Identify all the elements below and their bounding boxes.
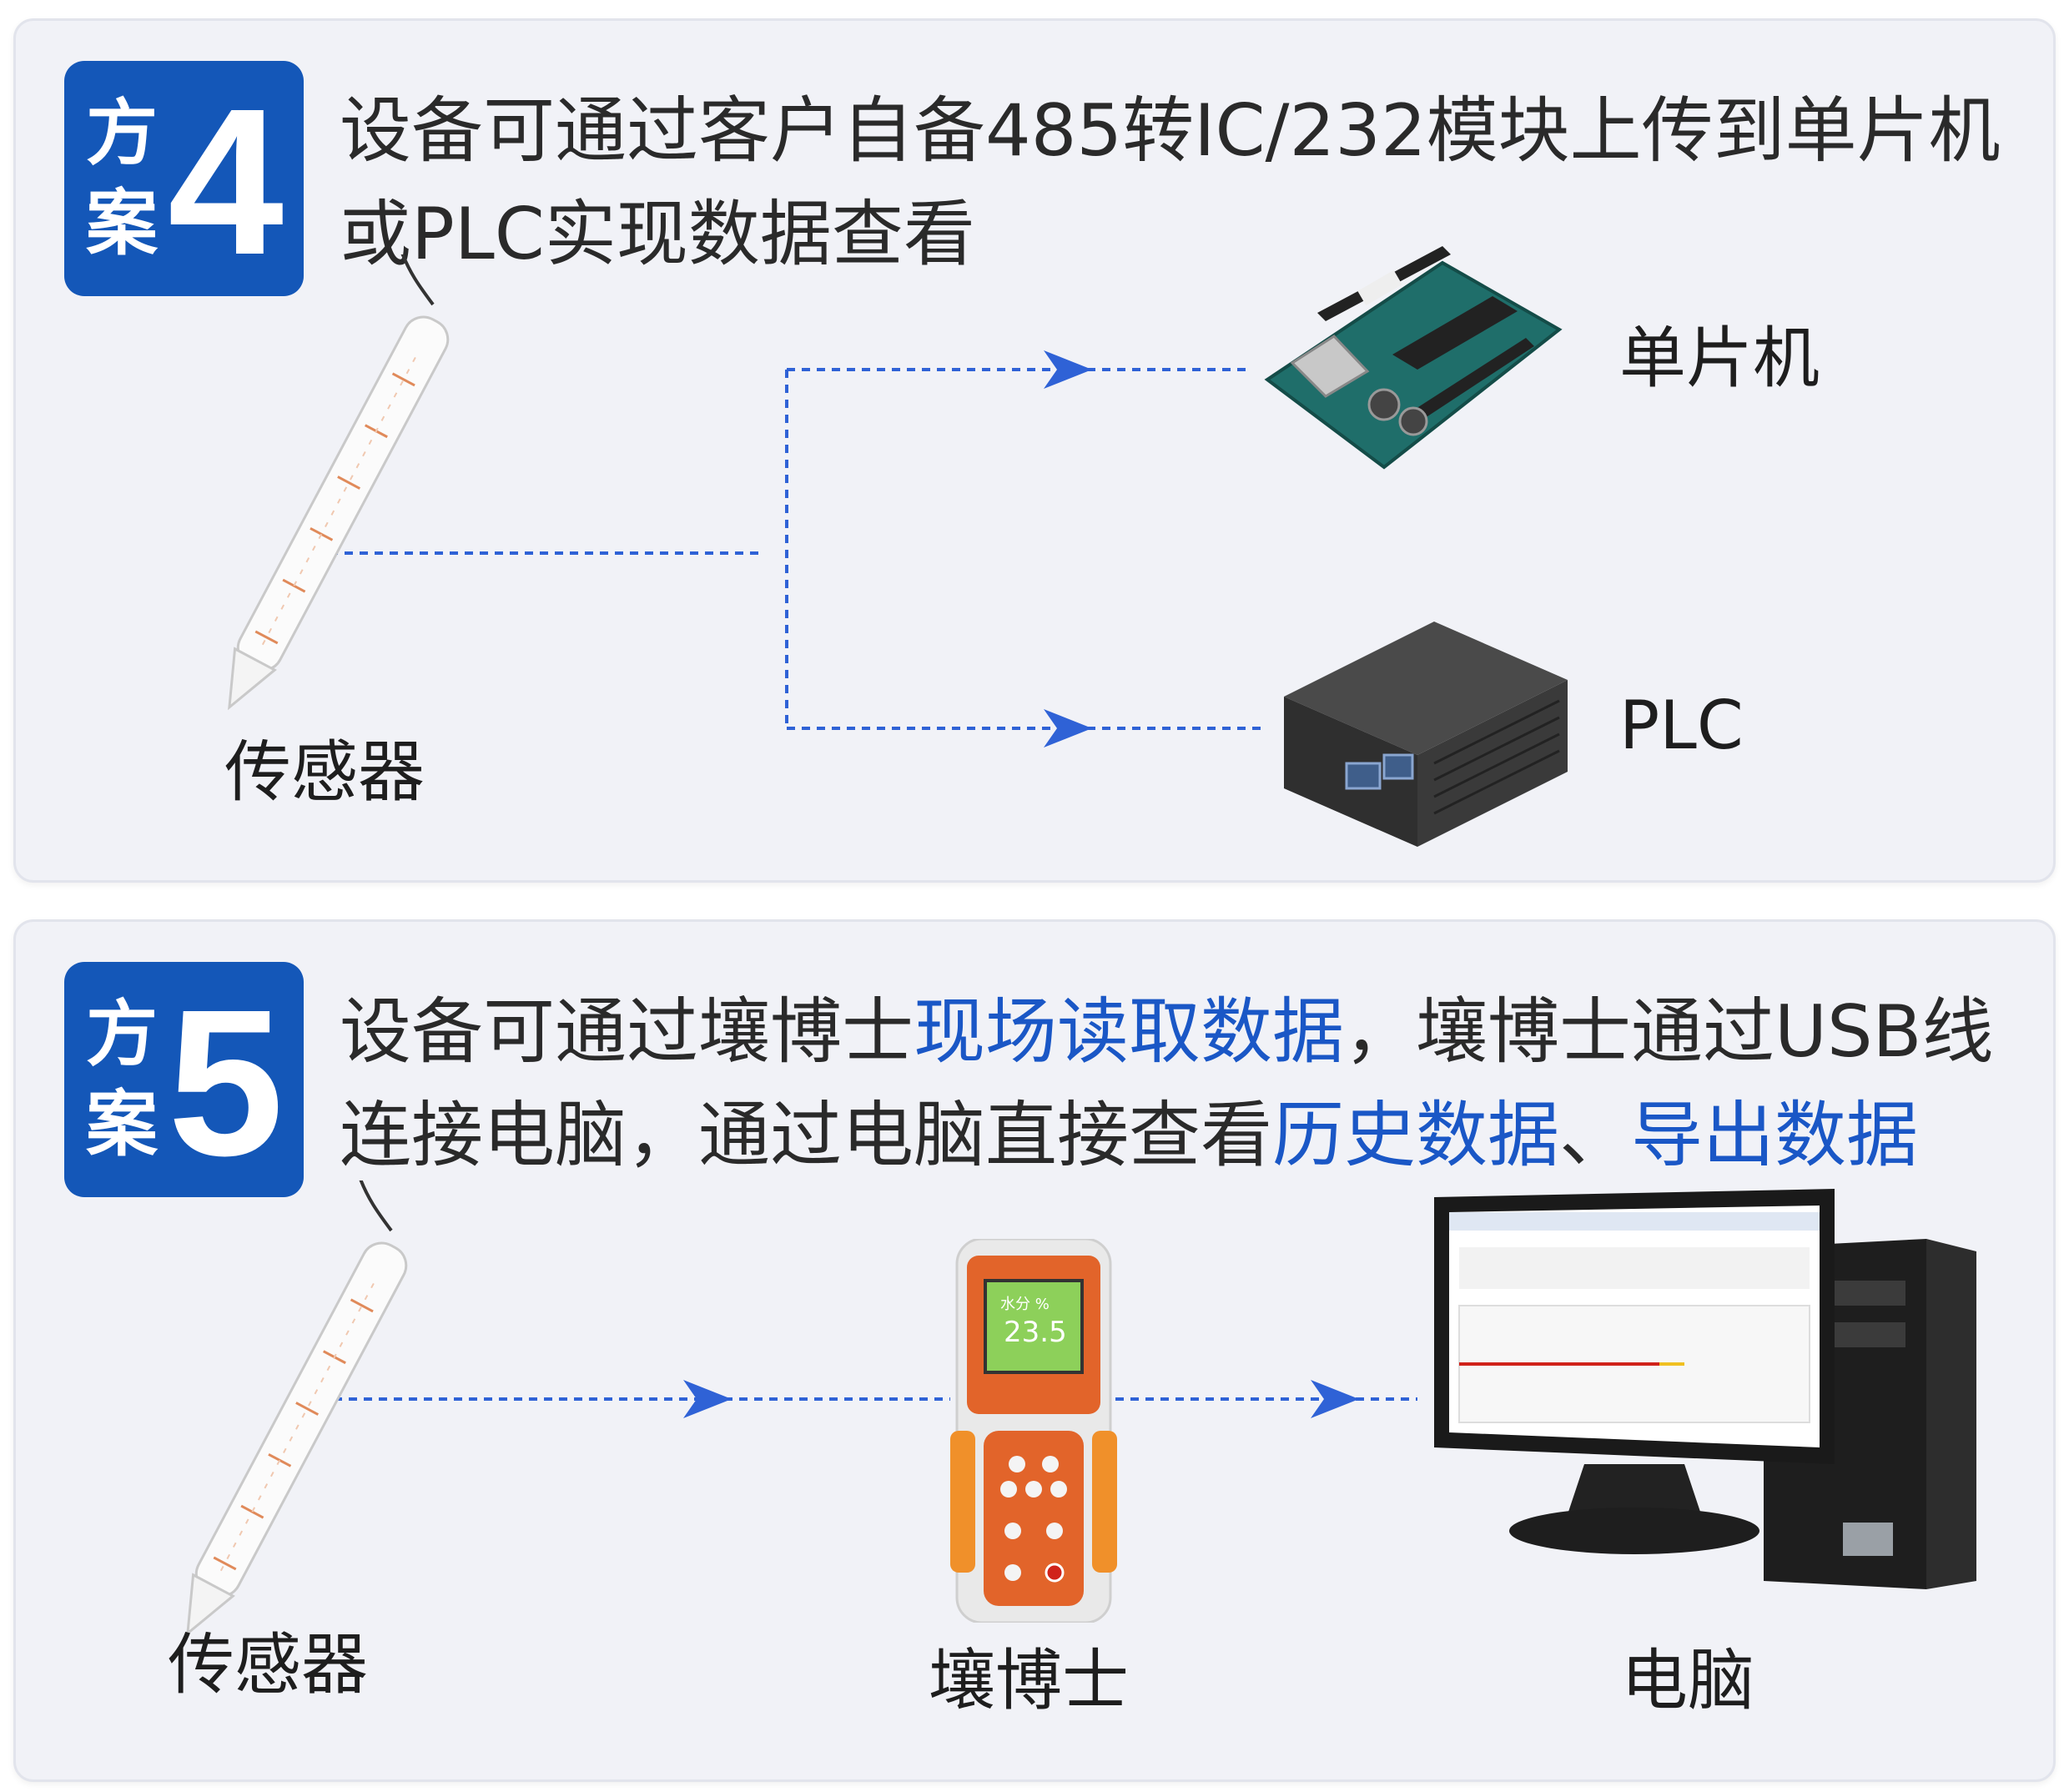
microcontroller-board-icon: [1264, 246, 1563, 470]
handheld-meter-icon: 水分 % 23.5: [950, 1239, 1117, 1623]
label-mcu: 单片机: [1619, 320, 1820, 397]
scheme-5-panel: 方 案 5 设备可通过壤博士现场读取数据，壤博士通过USB线 连接电脑，通过电脑…: [13, 919, 2056, 1782]
desc-line-2: 连接电脑，通过电脑直接查看历史数据、导出数据: [340, 1084, 2050, 1187]
sensor-probe-icon: [228, 254, 450, 711]
badge-char-2: 案: [86, 182, 158, 265]
badge-char-1: 方: [86, 993, 158, 1076]
badge-number: 4: [168, 65, 284, 298]
label-sensor: 传感器: [168, 1626, 368, 1704]
arrowhead-to-mcu: [1044, 350, 1092, 389]
desc-line-1: 设备可通过壤博士现场读取数据，壤博士通过USB线: [340, 980, 2050, 1084]
sensor-probe-icon: [186, 1180, 408, 1637]
scheme-5-connectors: [304, 1380, 1417, 1418]
scheme-4-description: 设备可通过客户自备485转IC/232模块上传到单片机 或PLC实现数据查看: [340, 79, 2050, 286]
arrowhead-to-pc: [1311, 1380, 1359, 1418]
arrowhead-to-plc: [1044, 709, 1092, 748]
scheme-4-connectors: [300, 350, 1267, 748]
desc-line-2-highlight-1: 历史数据: [1272, 1094, 1559, 1177]
handheld-reading-value: 23.5: [1004, 1316, 1067, 1349]
desc-line-1-highlight: 现场读取数据: [914, 990, 1344, 1074]
desktop-computer-icon: [1434, 1189, 1976, 1589]
label-pc: 电脑: [1621, 1642, 1754, 1719]
scheme-5-badge: 方 案 5: [64, 962, 304, 1197]
label-handheld: 壤博士: [929, 1642, 1129, 1719]
arrowhead-to-handheld: [683, 1380, 732, 1418]
desc-line-1-part-c: ，壤博士通过USB线: [1344, 990, 1994, 1074]
desc-line-1-part-a: 设备可通过壤博士: [340, 990, 914, 1074]
handheld-reading-label: 水分 %: [1000, 1296, 1050, 1313]
label-sensor: 传感器: [224, 733, 425, 811]
scheme-5-description: 设备可通过壤博士现场读取数据，壤博士通过USB线 连接电脑，通过电脑直接查看历史…: [340, 980, 2050, 1187]
desc-line-1: 设备可通过客户自备485转IC/232模块上传到单片机: [340, 89, 2001, 173]
badge-char-2: 案: [86, 1083, 158, 1166]
badge-number: 5: [168, 966, 284, 1199]
plc-module-icon: [1284, 622, 1568, 847]
desc-line-2: 或PLC实现数据查看: [340, 193, 975, 276]
scheme-4-badge: 方 案 4: [64, 61, 304, 296]
desc-line-2-highlight-2: 导出数据: [1631, 1094, 1918, 1177]
desc-line-2-part-a: 连接电脑，通过电脑直接查看: [340, 1094, 1272, 1177]
badge-char-1: 方: [86, 92, 158, 175]
handheld-body: [950, 1239, 1117, 1623]
scheme-4-panel: 方 案 4 设备可通过客户自备485转IC/232模块上传到单片机 或PLC实现…: [13, 18, 2056, 883]
desc-line-2-part-c: 、: [1559, 1094, 1631, 1177]
label-plc: PLC: [1619, 687, 1744, 764]
